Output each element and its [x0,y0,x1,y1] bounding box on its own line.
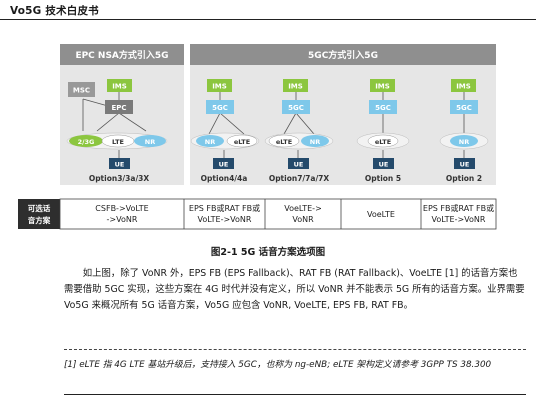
fivegc-label: 5GC [375,104,391,112]
option-label-2: Option 2 [446,174,482,183]
ue-label: UE [219,161,229,169]
ran-nr-label: NR [145,138,155,146]
ran-elte [367,134,399,148]
ims-node [451,79,476,92]
footnote: [1] eLTE 指 4G LTE 基站升级后，支持接入 5GC，也称为 ng-… [64,360,492,370]
ims-label: IMS [212,83,227,91]
ue-node [288,158,309,169]
table-row-header-line2: 音方案 [28,215,51,225]
body-paragraph: 如上图，除了 VoNR 外，EPS FB (EPS Fallback)、RAT … [64,268,525,311]
ue-label: UE [115,161,125,169]
option3-group [82,91,147,158]
ran-elte [226,134,258,148]
option-label-7: Option7/7a/7X [269,174,330,183]
table-row-header [18,199,60,229]
table-cell-5: VoLTE->VoNR [432,215,486,224]
fivegc-node [369,100,397,114]
fivegc-title-bar [190,44,496,65]
fivegc-node [450,100,478,114]
option-label-5: Option 5 [365,174,401,183]
ran-2g3g-label: 2/3G [78,138,95,146]
epc-node [105,100,133,114]
ue-label: UE [379,161,389,169]
header-rule [0,19,536,20]
ims-label: IMS [375,83,390,91]
ran-nr [450,135,478,147]
table-cell-5: EPS FB或RAT FB或 [423,203,494,213]
ran-elte-label: eLTE [234,138,250,146]
ran-nr [196,135,224,147]
ran-elte [268,134,300,148]
document-header: Vo5G 技术白皮书 [10,5,99,17]
table-cell-1: ->VoNR [107,215,138,224]
ran-nr-label: NR [310,138,320,146]
epc-nsa-title-bar [60,44,184,65]
ran-nr [134,135,166,147]
voice-options-table: 可选话 音方案 CSFB->VoLTE ->VoNR EPS FB或RAT FB或 V… [18,198,497,230]
footnote-divider-bottom [64,394,526,395]
option-label-4: Option4/4a [201,174,248,183]
ims-label: IMS [112,83,127,91]
ue-node [454,158,475,169]
table-cell-3: VoeLTE-> [284,204,322,213]
ue-label: UE [460,161,470,169]
fivegc-label: 5GC [456,104,472,112]
ran-2g3g [69,135,103,147]
msc-label: MSC [73,87,90,95]
ue-node [213,158,234,169]
option-label-3: Option3/3a/3X [89,174,150,183]
ran-elte-label: eLTE [276,138,292,146]
ims-label: IMS [288,83,303,91]
ue-node [373,158,394,169]
ran-elte-label: eLTE [375,138,391,146]
ims-label: IMS [456,83,471,91]
fivegc-node [206,100,234,114]
footnote-divider-top [64,349,526,350]
fivegc-node [282,100,310,114]
table-cell-3: VoNR [292,215,314,224]
fivegc-title: 5GC方式引入5G [308,49,378,61]
ran-nr-label: NR [459,138,469,146]
ran-lte-label: LTE [112,138,124,146]
table-cell-4: VoeLTE [367,210,395,219]
ue-label: UE [294,161,304,169]
epc-label: EPC [111,104,126,112]
ims-node [207,79,232,92]
ims-node [107,79,132,92]
figure-caption: 图2-1 5G 话音方案选项图 [210,247,326,258]
table-cell-1: CSFB->VoLTE [95,204,148,213]
msc-node [68,82,95,97]
table-cell-2: VoLTE->VoNR [198,215,252,224]
epc-nsa-title: EPC NSA方式引入5G [75,49,168,61]
ims-node [283,79,308,92]
table-row-header-line1: 可选话 [28,203,51,213]
table-cell-2: EPS FB或RAT FB或 [189,203,260,213]
fivegc-label: 5GC [288,104,304,112]
voice-solution-diagram: EPC NSA方式引入5G 5GC方式引入5G MSC IMS EPC 2/3G… [18,44,497,230]
ims-node [370,79,395,92]
fivegc-panel [190,44,496,185]
ran-nr [301,135,329,147]
fivegc-label: 5GC [212,104,228,112]
ue-node [109,158,130,169]
ran-nr-label: NR [205,138,215,146]
